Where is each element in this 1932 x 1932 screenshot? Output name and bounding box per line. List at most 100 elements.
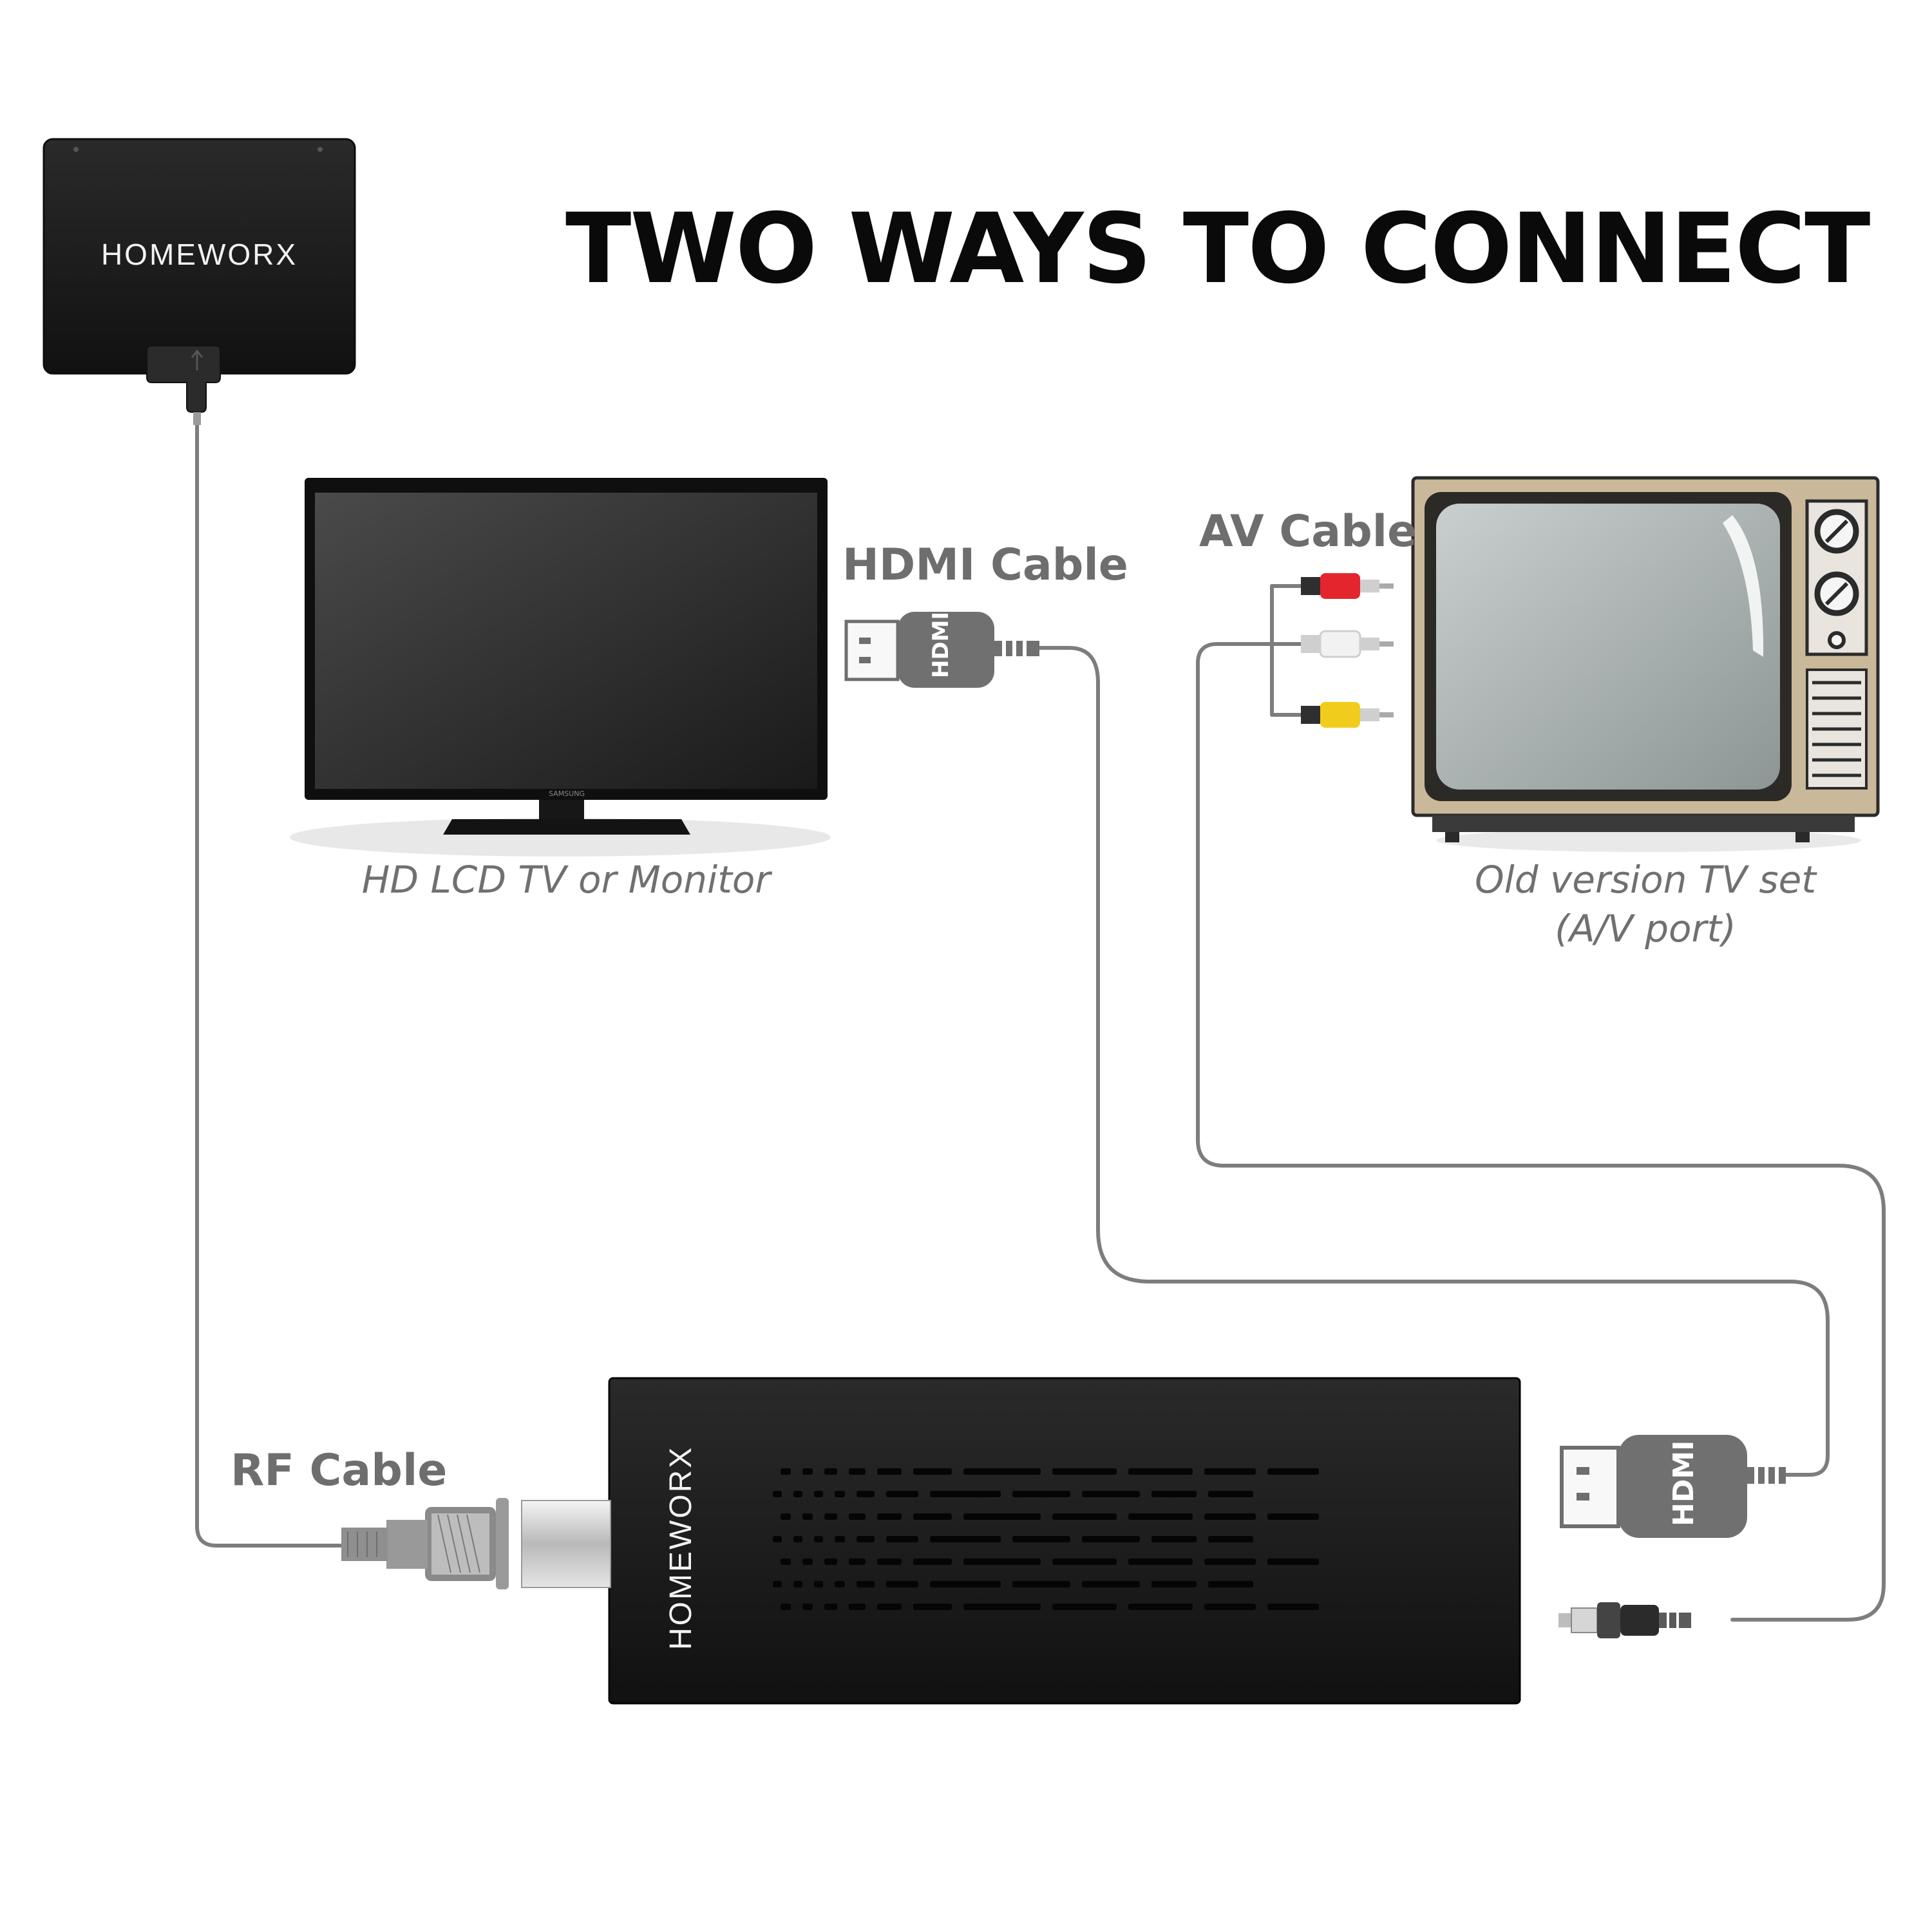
vent-slot [1208, 1581, 1253, 1587]
vent-slot [963, 1558, 1041, 1565]
vent-slot [849, 1558, 866, 1565]
vent-slot [1204, 1604, 1256, 1610]
vent-slot [963, 1468, 1041, 1475]
rf-cable-label: RF Cable [231, 1445, 448, 1496]
vent-slot [1204, 1513, 1256, 1520]
vent-slot [886, 1581, 918, 1587]
vent-slot [773, 1581, 782, 1587]
tuner-stick [608, 1377, 1521, 1705]
av-plugs [1301, 573, 1394, 728]
old-tv-caption-line1: Old version TV set [1474, 858, 1817, 902]
vent-slot [877, 1468, 902, 1475]
vent-slot [835, 1491, 845, 1497]
vent-slot [824, 1558, 837, 1565]
old-tv-caption-line2: (A/V port) [1555, 907, 1736, 951]
vent-slot [802, 1558, 813, 1565]
vent-slot [1267, 1604, 1319, 1610]
vent-slot [886, 1536, 918, 1542]
vent-slot [1128, 1468, 1193, 1475]
vent-slot [1052, 1558, 1117, 1565]
vent-slot [835, 1581, 845, 1587]
vent-slot [1128, 1513, 1193, 1520]
vent-slot [930, 1536, 1001, 1542]
rf-connector [341, 1498, 611, 1589]
vent-slot [913, 1513, 952, 1520]
vent-slot [824, 1604, 837, 1610]
vent-slot [1151, 1581, 1197, 1587]
vent-slot [877, 1513, 902, 1520]
tuner-vents [773, 1468, 1319, 1610]
vent-slot [802, 1513, 813, 1520]
hd-tv-caption: HD LCD TV or Monitor [361, 858, 771, 902]
page-title: TWO WAYS TO CONNECT [565, 193, 1870, 305]
rca-red-plug [1301, 573, 1394, 599]
vent-slot [1151, 1491, 1197, 1497]
vent-slot [781, 1558, 791, 1565]
vent-slot [1267, 1558, 1319, 1565]
vent-slot [1128, 1558, 1193, 1565]
vent-slot [824, 1468, 837, 1475]
vent-slot [1012, 1581, 1070, 1587]
hd-lcd-tv: SAMSUNG [290, 478, 831, 857]
antenna [43, 138, 356, 425]
vent-slot [1052, 1513, 1117, 1520]
hdmi-plug-top [844, 612, 1039, 688]
vent-slot [913, 1558, 952, 1565]
vent-slot [793, 1581, 802, 1587]
vent-slot [886, 1491, 918, 1497]
vent-slot [857, 1581, 875, 1587]
samsung-logo-text: SAMSUNG [549, 790, 585, 798]
vent-slot [1052, 1468, 1117, 1475]
vent-slot [773, 1536, 782, 1542]
old-tv [1411, 476, 1880, 852]
vent-slot [913, 1468, 952, 1475]
vent-slot [1204, 1558, 1256, 1565]
vent-slot [1082, 1491, 1140, 1497]
vent-slot [814, 1536, 823, 1542]
vent-slot [849, 1468, 866, 1475]
vent-slot [930, 1491, 1001, 1497]
rf-cable [195, 417, 343, 1548]
vent-slot [1082, 1536, 1140, 1542]
vent-slot [963, 1513, 1041, 1520]
vent-slot [1267, 1513, 1319, 1520]
vent-slot [802, 1604, 813, 1610]
vent-slot [877, 1604, 902, 1610]
vent-slot [793, 1491, 802, 1497]
hdmi-plug-bottom [1560, 1435, 1786, 1538]
vent-slot [963, 1604, 1041, 1610]
tuner-brand-label: HOMEWORX [664, 1445, 698, 1650]
vent-slot [1151, 1536, 1197, 1542]
av-cable [1196, 584, 1886, 1622]
hdmi-plug-top-label: HDMI [928, 611, 954, 678]
vent-slot [835, 1536, 845, 1542]
vent-slot [849, 1604, 866, 1610]
vent-slot [1208, 1536, 1253, 1542]
vent-slot [824, 1513, 837, 1520]
vent-slot [773, 1491, 782, 1497]
vent-slot [857, 1536, 875, 1542]
hdmi-cable [1038, 646, 1830, 1477]
rca-yellow-plug [1301, 702, 1394, 728]
vent-slot [1012, 1536, 1070, 1542]
vent-slot [1128, 1604, 1193, 1610]
vent-slot [930, 1581, 1001, 1587]
vent-slot [781, 1513, 791, 1520]
vent-slot [1082, 1581, 1140, 1587]
vent-slot [793, 1536, 802, 1542]
vent-slot [1204, 1468, 1256, 1475]
vent-slot [781, 1604, 791, 1610]
vent-slot [814, 1491, 823, 1497]
vent-slot [781, 1468, 791, 1475]
vent-slot [857, 1491, 875, 1497]
vent-slot [1208, 1491, 1253, 1497]
hdmi-plug-bottom-label: HDMI [1667, 1440, 1700, 1526]
hdmi-cable-label: HDMI Cable [842, 540, 1128, 591]
vent-slot [1012, 1491, 1070, 1497]
vent-slot [1052, 1604, 1117, 1610]
vent-slot [849, 1513, 866, 1520]
av-cable-label: AV Cable [1199, 506, 1417, 557]
antenna-brand-label: HOMEWORX [100, 238, 298, 271]
